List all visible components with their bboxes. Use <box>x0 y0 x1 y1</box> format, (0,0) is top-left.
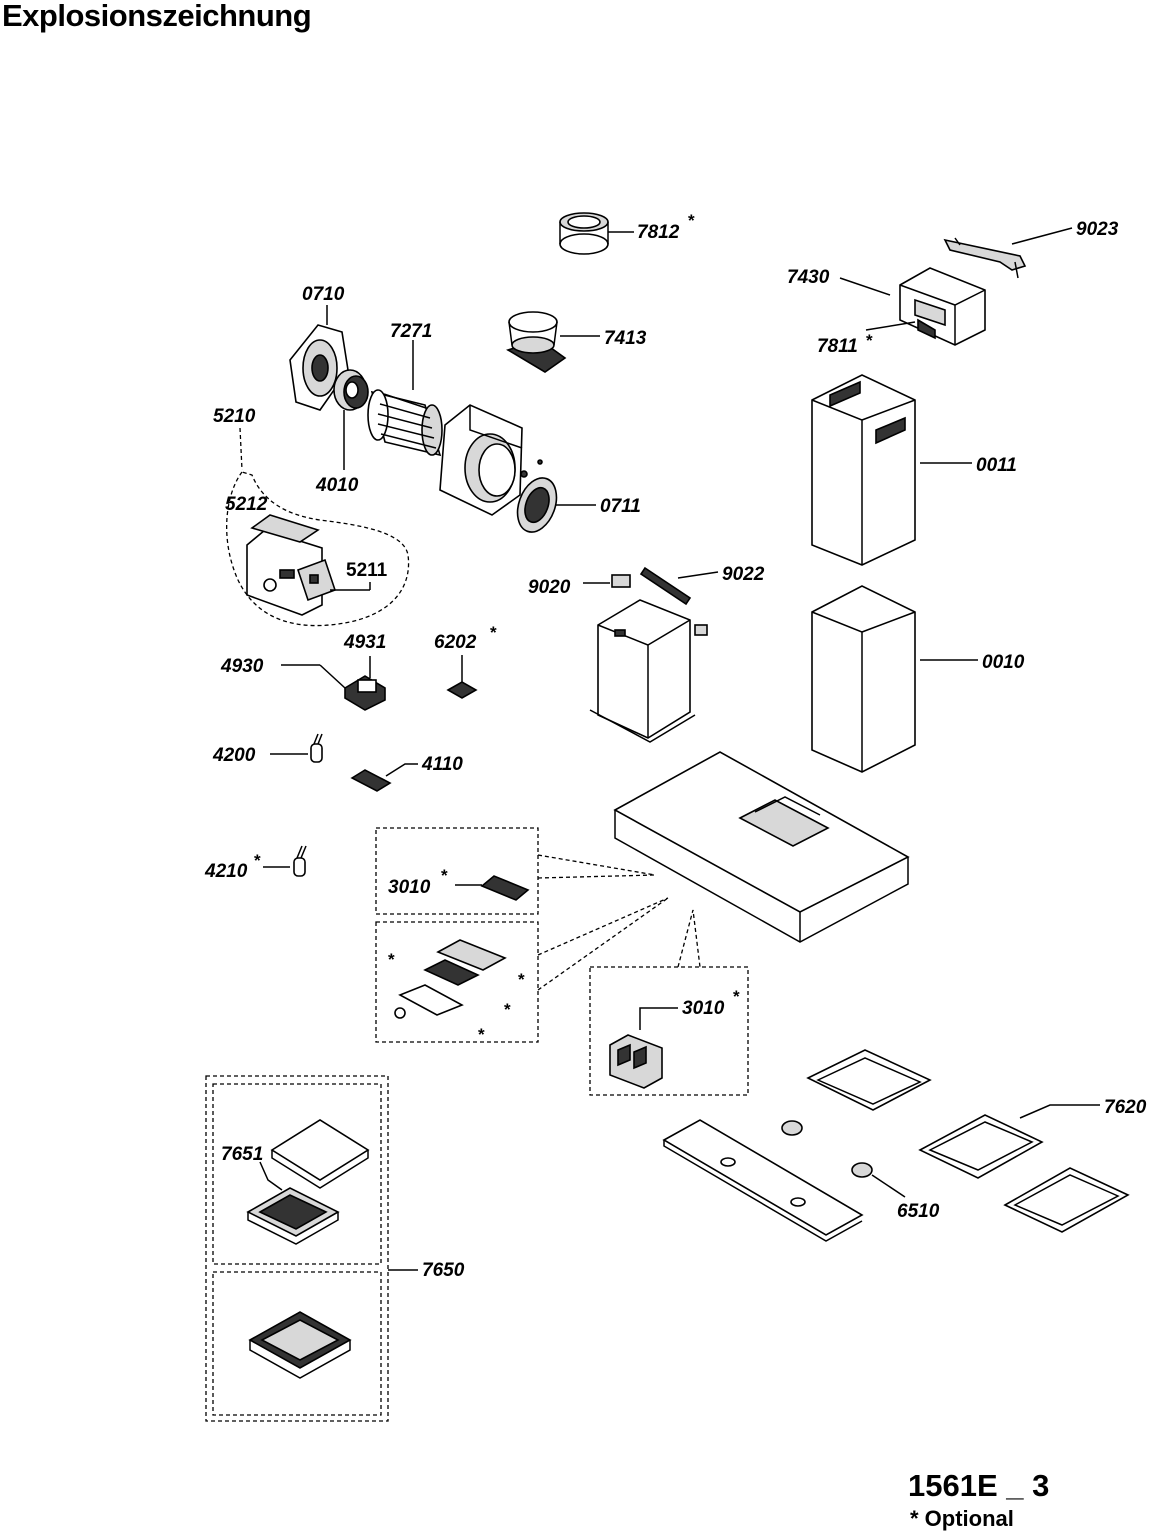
label-7812: 7812 <box>637 222 680 243</box>
label-0011: 0011 <box>976 455 1017 476</box>
label-7430: 7430 <box>787 267 830 288</box>
label-6202: 6202 <box>434 632 477 653</box>
label-5211: 5211 <box>346 560 388 581</box>
part-4210-capacitor <box>263 845 307 877</box>
label-7413: 7413 <box>604 328 647 349</box>
part-9020-clip <box>583 574 631 588</box>
part-4010-motor <box>333 369 369 411</box>
label-7651: 7651 <box>221 1144 263 1165</box>
part-6510-knob <box>781 1120 906 1198</box>
label-7620: 7620 <box>1104 1097 1147 1118</box>
part-9023-bracket <box>943 227 1073 279</box>
part-9022-rail <box>639 566 719 606</box>
part-5212-control-housing <box>246 514 323 616</box>
part-3010-a-light <box>455 875 530 901</box>
part-7812-duct-adapter <box>559 212 634 255</box>
part-7620-grease-filter-2 <box>918 1114 1044 1179</box>
label-4931: 4931 <box>343 632 386 653</box>
part-blower-housing <box>439 404 543 516</box>
group-carbon-filter-box <box>212 1271 382 1416</box>
label-4110: 4110 <box>421 754 463 775</box>
label-9020: 9020 <box>528 577 571 598</box>
label-5210: 5210 <box>213 406 256 427</box>
asterisk-6202: * <box>490 623 497 642</box>
page-title: Explosionszeichnung <box>2 0 312 33</box>
label-7271: 7271 <box>390 321 432 342</box>
label-9022: 9022 <box>722 564 765 585</box>
group-7650-box <box>205 1075 389 1422</box>
asterisk-lamp-4: * <box>478 1025 485 1044</box>
part-7620-grease-filter-3 <box>1003 1167 1130 1233</box>
asterisk-lamp-3: * <box>504 1000 511 1019</box>
part-4110-component <box>350 763 418 792</box>
part-4200-capacitor <box>270 733 323 763</box>
part-5211-circuit-board <box>296 558 371 602</box>
label-6510: 6510 <box>897 1201 940 1222</box>
part-7271-fan-wheel <box>367 389 443 457</box>
part-front-trim-panel <box>662 1119 864 1242</box>
label-7650: 7650 <box>422 1260 465 1281</box>
group-3010-b-box <box>589 966 749 1096</box>
part-6202-component <box>446 655 478 699</box>
label-5212: 5212 <box>225 494 268 515</box>
group-lamp-parts-box <box>375 921 539 1043</box>
group-3010-a-box <box>375 827 539 915</box>
label-4930: 4930 <box>220 656 264 677</box>
part-0711-grille <box>516 477 596 533</box>
asterisk-3010a: * <box>441 866 448 885</box>
asterisk-3010b: * <box>733 987 740 1006</box>
part-7413-duct-collar <box>506 311 600 373</box>
group-7651-box <box>212 1083 382 1265</box>
label-3010a: 3010 <box>388 877 431 898</box>
asterisk-7812: * <box>688 211 695 230</box>
part-carbon-filter <box>248 1311 352 1379</box>
label-0010: 0010 <box>982 652 1025 673</box>
label-0710: 0710 <box>302 284 345 305</box>
label-3010b: 3010 <box>682 998 725 1019</box>
label-4200: 4200 <box>212 745 256 766</box>
part-7651-filter-frame <box>246 1187 340 1245</box>
label-4010: 4010 <box>315 475 359 496</box>
part-4930-switch <box>281 664 386 711</box>
label-4210: 4210 <box>204 861 248 882</box>
part-7620-grease-filter-1 <box>806 1049 932 1111</box>
part-0010-lower-chimney <box>811 585 978 773</box>
part-motor-frame <box>589 599 708 743</box>
label-7811: 7811 <box>817 336 858 357</box>
asterisk-lamp-1: * <box>388 950 395 969</box>
asterisk-4210: * <box>254 851 261 870</box>
group-5210-outline <box>226 471 410 627</box>
drawing-code: 1561E _ 3 <box>908 1468 1050 1503</box>
part-7651-filter-pad <box>270 1119 370 1189</box>
asterisk-lamp-2: * <box>518 970 525 989</box>
label-0711: 0711 <box>600 496 641 517</box>
part-7430-air-outlet-box <box>899 267 986 346</box>
part-0011-upper-chimney <box>811 374 972 566</box>
part-3010-b-light <box>609 1007 678 1089</box>
label-9023: 9023 <box>1076 219 1119 240</box>
optional-note: * Optional <box>910 1506 1014 1531</box>
part-lamp-cover <box>394 939 507 1019</box>
part-hood-canopy <box>613 751 910 943</box>
asterisk-7811: * <box>866 331 873 350</box>
